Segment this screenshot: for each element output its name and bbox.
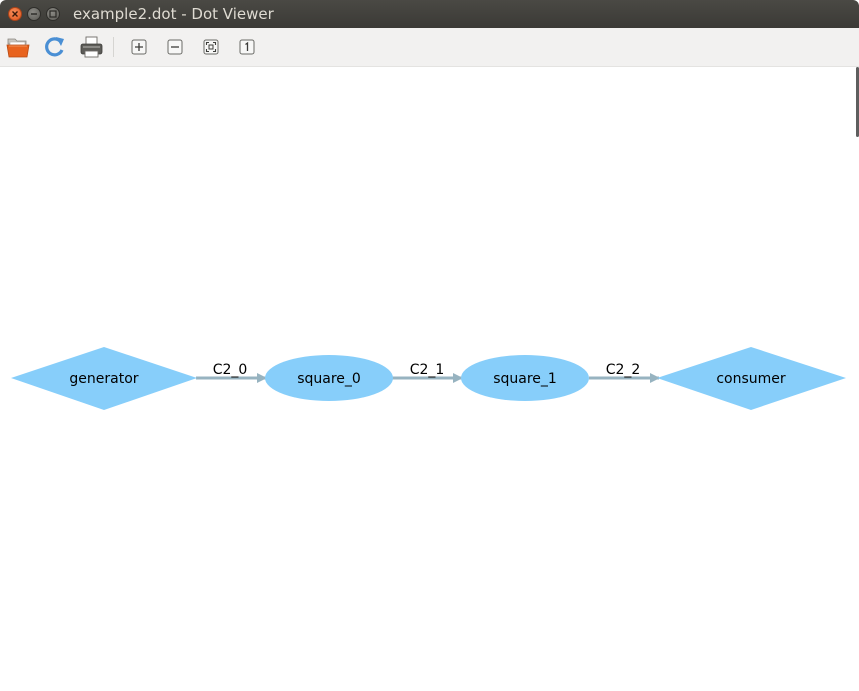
zoom-100-icon <box>239 39 255 55</box>
node-square-0[interactable]: square_0 <box>265 355 393 401</box>
node-generator[interactable]: generator <box>11 347 197 410</box>
graph-svg: C2_0 C2_1 C2_2 generator square_0 square… <box>11 347 846 410</box>
toolbar-separator <box>113 37 114 57</box>
node-label: square_1 <box>493 371 557 387</box>
node-label: generator <box>69 371 138 387</box>
maximize-window-button[interactable] <box>46 7 60 21</box>
minimize-window-button[interactable] <box>27 7 41 21</box>
node-label: consumer <box>716 371 786 387</box>
print-button[interactable] <box>79 35 105 59</box>
refresh-icon <box>45 37 64 57</box>
minimize-icon <box>31 13 37 15</box>
node-square-1[interactable]: square_1 <box>461 355 589 401</box>
diamond-node-shape <box>11 347 197 410</box>
edge-label: C2_0 <box>213 362 248 378</box>
folder-open-icon <box>6 38 30 58</box>
edge-label: C2_1 <box>410 362 445 378</box>
edge-label: C2_2 <box>606 362 641 378</box>
window-title: example2.dot - Dot Viewer <box>73 5 274 23</box>
zoom-fit-icon <box>203 39 219 55</box>
close-icon <box>12 11 18 17</box>
title-bar[interactable]: example2.dot - Dot Viewer <box>0 0 859 28</box>
maximize-icon <box>49 10 57 18</box>
toolbar <box>0 28 859 67</box>
ellipse-node-shape <box>461 355 589 401</box>
vertical-scrollbar[interactable] <box>856 67 859 137</box>
close-window-button[interactable] <box>8 7 22 21</box>
graph-canvas[interactable]: C2_0 C2_1 C2_2 generator square_0 square… <box>0 67 859 691</box>
ellipse-node-shape <box>265 355 393 401</box>
printer-icon <box>80 36 103 58</box>
zoom-fit-button[interactable] <box>198 35 224 59</box>
open-button[interactable] <box>6 35 32 59</box>
diamond-node-shape <box>657 347 846 410</box>
node-consumer[interactable]: consumer <box>657 347 846 410</box>
zoom-out-button[interactable] <box>162 35 188 59</box>
zoom-out-icon <box>167 39 183 55</box>
edges-layer: C2_0 C2_1 C2_2 <box>196 362 660 383</box>
reload-button[interactable] <box>42 35 68 59</box>
zoom-in-icon <box>131 39 147 55</box>
zoom-in-button[interactable] <box>126 35 152 59</box>
nodes-layer: generator square_0 square_1 consumer <box>11 347 846 410</box>
node-label: square_0 <box>297 371 361 387</box>
zoom-100-button[interactable] <box>234 35 260 59</box>
